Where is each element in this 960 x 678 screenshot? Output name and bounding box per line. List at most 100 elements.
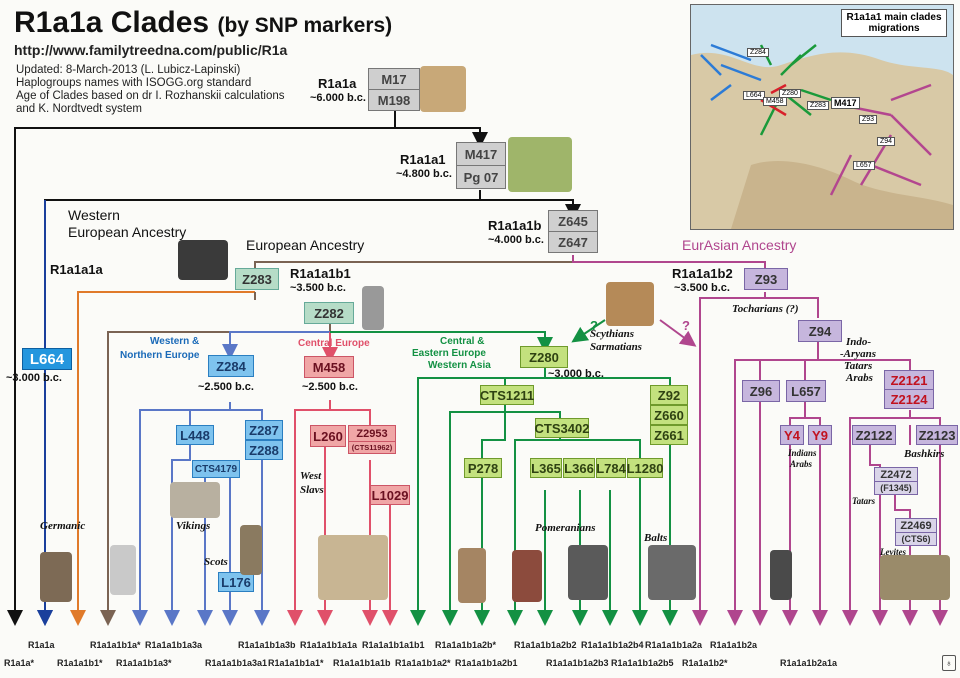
bottom-label-19: R1a1a1b1a2b1 bbox=[455, 658, 518, 668]
map-label-l657: L657 bbox=[853, 161, 875, 170]
bottom-label-17: R1a1a1b1a1b bbox=[333, 658, 391, 668]
map-label-z284: Z284 bbox=[747, 48, 769, 57]
l1029-box: L1029 bbox=[370, 485, 410, 505]
m458-box: M458 bbox=[304, 356, 354, 378]
z2469-box: Z2469 bbox=[895, 518, 937, 533]
bottom-label-10: R1a1a1b1a2a bbox=[645, 640, 703, 650]
region-ia-4: Arabs bbox=[846, 372, 873, 384]
m417-box: M417 bbox=[456, 142, 506, 166]
people-west: West bbox=[300, 470, 322, 482]
note-updated: Updated: 8-March-2013 (L. Lubicz-Lapinsk… bbox=[16, 64, 241, 76]
l657-box: L657 bbox=[786, 380, 826, 402]
l448-box: L448 bbox=[176, 425, 214, 445]
people-slavs: Slavs bbox=[300, 484, 324, 496]
bottom-label-5: R1a1a1b1a1a bbox=[300, 640, 358, 650]
l664-box: L664 bbox=[22, 348, 72, 370]
z93-box: Z93 bbox=[744, 268, 788, 290]
region-ia-1: Indo- bbox=[846, 336, 872, 348]
bottom-label-21: R1a1a1b1a2b5 bbox=[611, 658, 674, 668]
pottery-illustration bbox=[178, 240, 228, 280]
z280-age: ~3.000 b.c. bbox=[548, 368, 604, 380]
balt-warriors-illustration bbox=[648, 545, 696, 600]
bottom-label-15: R1a1a1b1a3a1 bbox=[205, 658, 268, 668]
r1a1a1b1-label: R1a1a1b1 bbox=[290, 266, 351, 281]
bottom-label-22: R1a1a1b2* bbox=[682, 658, 728, 668]
people-vikings: Vikings bbox=[176, 520, 211, 532]
people-indians: Indians bbox=[788, 448, 817, 458]
slavic-warriors-illustration bbox=[318, 535, 388, 600]
z2121-box: Z2121 bbox=[884, 370, 934, 390]
map-label-z280: Z280 bbox=[779, 89, 801, 98]
l784-box: L784 bbox=[596, 458, 626, 478]
bottom-label-7: R1a1a1b1a2b* bbox=[435, 640, 497, 650]
bottom-label-8: R1a1a1b1a2b2 bbox=[514, 640, 577, 650]
bottom-label-14: R1a1a1b1a3* bbox=[116, 658, 172, 668]
bottom-label-9: R1a1a1b1a2b4 bbox=[581, 640, 644, 650]
scythian-rider-illustration bbox=[606, 282, 654, 326]
z661-box: Z661 bbox=[650, 425, 688, 445]
bottom-label-11: R1a1a1b2a bbox=[710, 640, 758, 650]
region-cee-2: Eastern Europe bbox=[412, 348, 486, 359]
emblem-icon: ♁ bbox=[942, 655, 956, 671]
cts6-box: (CTS6) bbox=[895, 532, 937, 546]
l176-box: L176 bbox=[218, 572, 254, 592]
m17-box: M17 bbox=[368, 68, 420, 90]
note-system: and K. Nordtvedt system bbox=[16, 103, 142, 115]
shield-illustration bbox=[362, 286, 384, 330]
source-url[interactable]: http://www.familytreedna.com/public/R1a bbox=[14, 42, 288, 58]
western-ancestry-1: Western bbox=[68, 207, 120, 223]
r1a1a1b2-label: R1a1a1b2 bbox=[672, 266, 733, 281]
region-wn-1: Western & bbox=[150, 336, 200, 347]
note-isogg: Haplogroups names with ISOGG.org standar… bbox=[16, 77, 252, 89]
bottom-label-13: R1a1a1b1* bbox=[57, 658, 103, 668]
r1a1a1-label: R1a1a1 bbox=[400, 152, 446, 167]
z660-box: Z660 bbox=[650, 405, 688, 425]
viking-ship-illustration bbox=[170, 482, 220, 518]
page-title: R1a1a Clades (by SNP markers) bbox=[14, 6, 393, 39]
z288-box: Z288 bbox=[245, 440, 283, 460]
r1a1a1-age: ~4.800 b.c. bbox=[396, 168, 452, 180]
people-arabs: Arabs bbox=[790, 459, 813, 469]
people-balts: Balts bbox=[644, 532, 668, 544]
y4-box: Y4 bbox=[780, 425, 804, 445]
map-label-z94: Z94 bbox=[877, 137, 896, 146]
p278-box: P278 bbox=[464, 458, 502, 478]
l366-box: L366 bbox=[563, 458, 595, 478]
z92-box: Z92 bbox=[650, 385, 688, 405]
caveman-illustration bbox=[420, 66, 466, 112]
f1345-box: (F1345) bbox=[874, 481, 918, 495]
bottom-label-16: R1a1a1b1a1* bbox=[268, 658, 324, 668]
r1a1a1b-label: R1a1a1b bbox=[488, 218, 542, 233]
archer-illustration bbox=[770, 550, 792, 600]
map-drawing bbox=[691, 43, 953, 229]
people-levites: Levites bbox=[880, 547, 906, 557]
z284-box: Z284 bbox=[208, 355, 254, 377]
germanic-warrior-illustration bbox=[40, 552, 72, 602]
question-magenta: ? bbox=[682, 318, 690, 333]
bottom-label-20: R1a1a1b1a2b3 bbox=[546, 658, 609, 668]
l260-box: L260 bbox=[310, 425, 346, 447]
r1a1a-age: ~6.000 b.c. bbox=[310, 92, 366, 104]
z645-box: Z645 bbox=[548, 210, 598, 232]
z94-box: Z94 bbox=[798, 320, 842, 342]
cts4179-box: CTS4179 bbox=[192, 460, 240, 478]
rider-illustration bbox=[512, 550, 542, 602]
z96-box: Z96 bbox=[742, 380, 780, 402]
bottom-label-6: R1a1a1b1a1b1 bbox=[362, 640, 425, 650]
r1a1a1b2-age: ~3.500 b.c. bbox=[674, 282, 730, 294]
levite-illustration bbox=[880, 555, 950, 600]
people-tatars: Tatars bbox=[852, 496, 876, 506]
village-illustration bbox=[508, 137, 572, 192]
people-tocharians: Tocharians (?) bbox=[732, 303, 799, 315]
z2472-box: Z2472 bbox=[874, 467, 918, 482]
m198-box: M198 bbox=[368, 89, 420, 111]
people-scots: Scots bbox=[204, 556, 228, 568]
bottom-label-2: R1a1a1b1a* bbox=[90, 640, 141, 650]
people-sarmatians: Sarmatians bbox=[590, 341, 642, 353]
map-label-z93: Z93 bbox=[859, 115, 878, 124]
r1a1a1b1-age: ~3.500 b.c. bbox=[290, 282, 346, 294]
region-ce: Central Europe bbox=[298, 338, 370, 349]
bottom-label-18: R1a1a1b1a2* bbox=[395, 658, 451, 668]
map-label-m417: M417 bbox=[831, 97, 860, 109]
eurasian-ancestry: EurAsian Ancestry bbox=[682, 237, 797, 253]
